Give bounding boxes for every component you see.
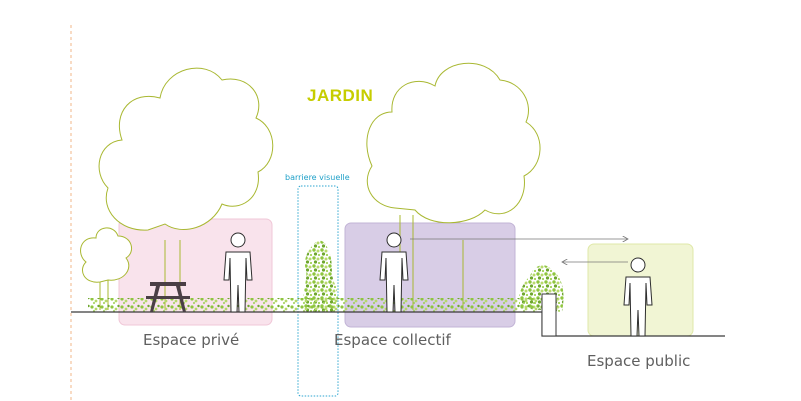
person-icon <box>223 232 253 313</box>
picnic-table-icon <box>146 282 190 312</box>
grass-strip <box>88 298 558 312</box>
tree-icon <box>366 62 541 310</box>
person-icon <box>623 257 653 337</box>
person-icon <box>379 232 409 313</box>
barrier-label: barriere visuelle <box>285 173 350 182</box>
diagram-title: JARDIN <box>307 86 374 105</box>
public-zone-label: Espace public <box>587 352 691 370</box>
private-zone-label: Espace privé <box>143 331 240 349</box>
tree-icon <box>98 67 274 310</box>
hedge-icon <box>303 240 338 312</box>
visual-barrier <box>297 185 339 397</box>
collective-zone-label: Espace collectif <box>334 331 451 349</box>
wall-post <box>541 293 557 337</box>
